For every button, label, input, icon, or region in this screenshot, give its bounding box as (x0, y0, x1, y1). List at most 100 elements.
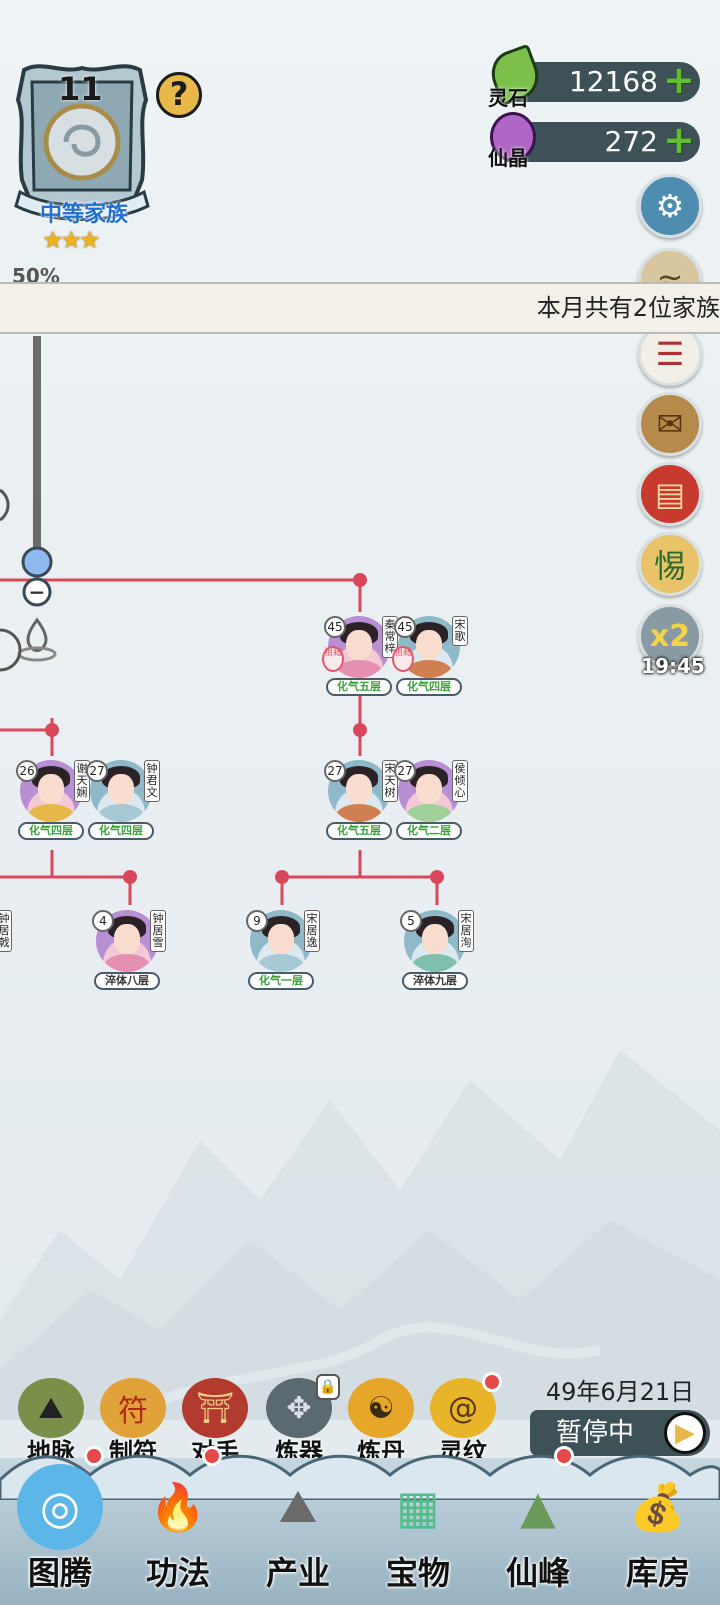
cloud-decoration (0, 1454, 720, 1500)
nav-label: 产业 (265, 1554, 330, 1592)
member-card-xie[interactable]: 26 谢天娴 化气四层 (14, 756, 92, 840)
member-name: 宋歌 (452, 616, 468, 646)
totem-icon: ◎ (17, 1464, 103, 1550)
expand-node-button[interactable] (22, 548, 52, 578)
treasure-icon: ▦ (396, 1480, 440, 1534)
notice-banner: 本月共有2位家族 (0, 282, 720, 334)
member-realm: 化气一层 (248, 972, 314, 990)
member-realm: 化气四层 (18, 822, 84, 840)
member-realm: 化气四层 (396, 678, 462, 696)
member-age: 27 (394, 760, 416, 782)
notification-dot (482, 1372, 502, 1392)
member-age: 4 (92, 910, 114, 932)
member-age: 27 (86, 760, 108, 782)
immortal-crystal-bar: 272 + (504, 118, 700, 162)
alchemy-cauldron-icon: ☯ (348, 1378, 414, 1438)
member-name: 钟居雪 (150, 910, 166, 952)
tool-talisman[interactable]: 符 制符 (96, 1378, 170, 1468)
collapse-branch-button[interactable]: − (28, 580, 46, 604)
nav-label: 功法 (145, 1554, 210, 1592)
member-name: 宋居逸 (304, 910, 320, 952)
imperial-decree-button[interactable]: 惕 (638, 532, 702, 596)
member-portrait (398, 616, 460, 678)
member-realm: 化气五层 (326, 822, 392, 840)
member-card-song-ge[interactable]: 45 宋歌 祖籍 化气四层 (392, 612, 470, 696)
notification-dot (554, 1446, 574, 1466)
member-card-qin[interactable]: 45 秦常梓 祖籍 化气五层 (322, 612, 400, 696)
tool-spirit-pattern[interactable]: @ 灵纹 (426, 1372, 502, 1468)
game-date: 49年6月21日 (545, 1378, 695, 1406)
pause-toggle[interactable]: 暂停中 ▶ (530, 1410, 710, 1456)
member-card-song-juyi[interactable]: 9 宋居逸 化气一层 (244, 906, 322, 990)
speed-toggle-button[interactable]: x2 (638, 604, 702, 668)
tool-rival[interactable]: ⛩ 对手 (178, 1378, 252, 1468)
nav-industry[interactable]: ⛰ 产业 (238, 1458, 358, 1605)
member-name: 钟君文 (144, 760, 160, 802)
nav-label: 宝物 (385, 1554, 450, 1592)
help-button[interactable]: ? (156, 72, 202, 118)
add-immortal-crystal-button[interactable]: + (663, 118, 695, 162)
book-icon: ▤ (654, 475, 686, 513)
nav-storehouse[interactable]: 💰 库房 (598, 1458, 718, 1605)
member-realm: 化气四层 (88, 822, 154, 840)
spirit-stone-value: 12168 (568, 65, 658, 98)
nav-label: 图腾 (27, 1554, 92, 1592)
family-tree-lines (0, 336, 444, 905)
member-realm: 化气五层 (326, 678, 392, 696)
spirit-stone-label: 灵石 (488, 86, 528, 110)
immortal-peak-icon: ▲ (520, 1480, 556, 1534)
notice-text: 本月共有2位家族 (536, 294, 720, 322)
nav-label: 仙峰 (505, 1554, 570, 1592)
member-realm: 化气二层 (396, 822, 462, 840)
ancestral-seal: 祖籍 (322, 646, 344, 672)
lock-icon: 🔒 (316, 1374, 340, 1400)
rival-gate-icon: ⛩ (182, 1378, 248, 1438)
immortal-crystal-value: 272 (604, 125, 658, 158)
nav-technique[interactable]: 🔥 功法 (118, 1446, 238, 1605)
notification-dot (202, 1446, 222, 1466)
clan-rank-label: 中等家族 (39, 202, 128, 227)
member-card-hou[interactable]: 27 侯倾心 化气二层 (392, 756, 470, 840)
red-book-button[interactable]: ▤ (638, 462, 702, 526)
member-card-song-tianshu[interactable]: 27 宋天树 化气五层 (322, 756, 400, 840)
settings-gear-button[interactable]: ⚙ (638, 174, 702, 238)
spirit-root-icon[interactable] (18, 618, 58, 660)
member-age: 9 (246, 910, 268, 932)
nav-treasure[interactable]: ▦ 宝物 (358, 1458, 478, 1605)
member-card-zhong-junwen[interactable]: 27 钟君文 化气四层 (84, 756, 162, 840)
add-spirit-stone-button[interactable]: + (663, 58, 695, 102)
clan-level: 11 (58, 70, 103, 108)
member-portrait (398, 760, 460, 822)
decree-icon: 惕 (653, 547, 686, 585)
member-age: 27 (324, 760, 346, 782)
member-name: 钟居戟 (0, 910, 12, 952)
member-age: 26 (16, 760, 38, 782)
storehouse-icon: 💰 (629, 1479, 687, 1534)
member-realm: 淬体八层 (94, 972, 160, 990)
member-realm: 淬体九层 (402, 972, 468, 990)
immortal-crystal-icon (490, 112, 536, 162)
nav-totem[interactable]: ◎ 图腾 (0, 1446, 120, 1605)
ledger-icon: ☰ (655, 335, 685, 373)
notification-dot (84, 1446, 104, 1466)
talisman-icon: 符 (100, 1378, 166, 1438)
scroll-button[interactable]: ✉ (638, 392, 702, 456)
member-card-song-jutao[interactable]: 5 宋居洵 淬体九层 (398, 906, 476, 990)
speed-timer: 19:45 (641, 654, 705, 678)
clan-emblem-frame[interactable] (12, 60, 152, 230)
member-card-partial[interactable]: 钟居戟 (0, 906, 12, 990)
technique-icon: 🔥 (149, 1479, 207, 1534)
member-age: 45 (324, 616, 346, 638)
industry-icon: ⛰ (278, 1479, 318, 1533)
ancestral-seal: 祖籍 (392, 646, 414, 672)
member-portrait (328, 616, 390, 678)
member-name: 侯倾心 (452, 760, 468, 802)
immortal-crystal-label: 仙晶 (488, 146, 528, 170)
member-card-zhong-juxue[interactable]: 4 钟居雪 淬体八层 (90, 906, 168, 990)
play-icon[interactable]: ▶ (664, 1412, 706, 1454)
scroll-icon: ✉ (656, 405, 684, 443)
nav-immortal-peak[interactable]: ▲ 仙峰 (478, 1446, 598, 1605)
nav-label: 库房 (625, 1554, 690, 1592)
speed-multiplier: x2 (649, 618, 691, 654)
member-name: 宋居洵 (458, 910, 474, 952)
